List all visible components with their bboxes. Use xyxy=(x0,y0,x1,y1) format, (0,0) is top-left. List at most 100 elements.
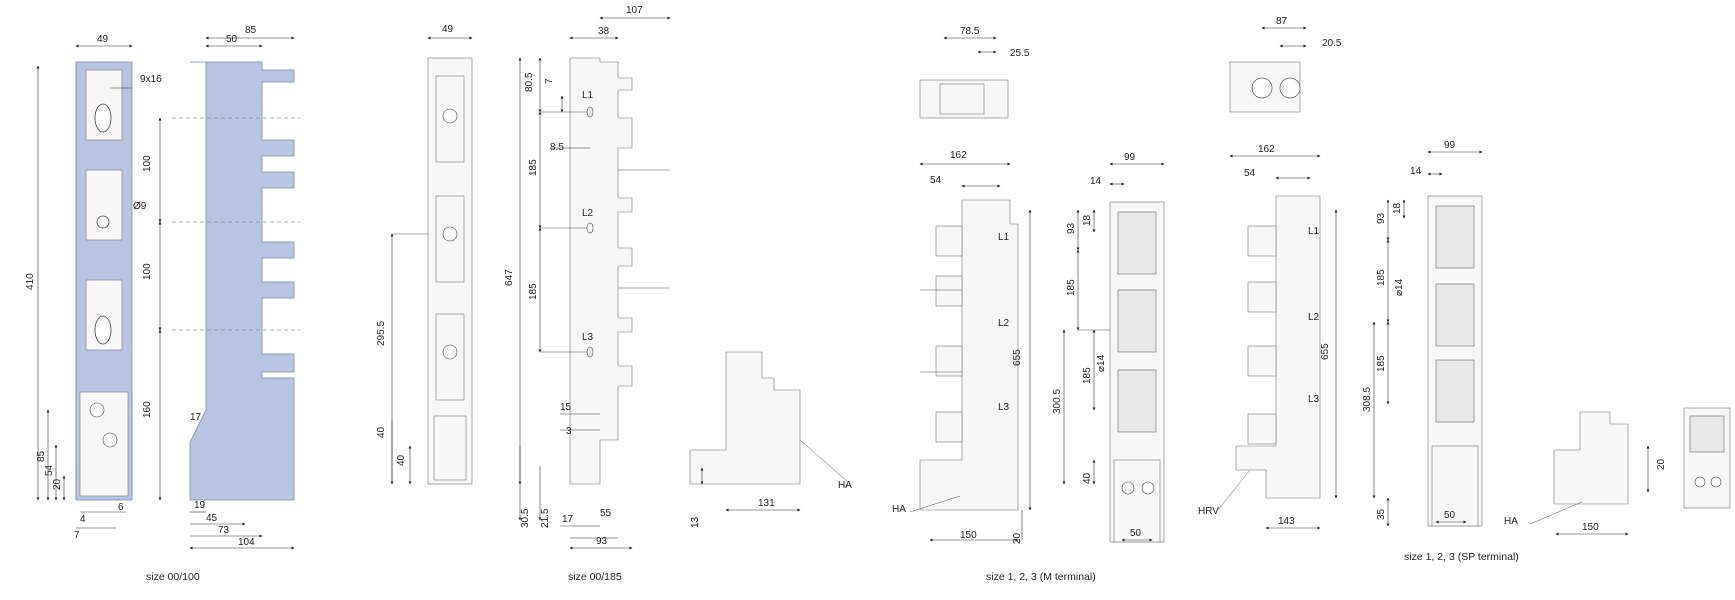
dim-185-sp-b: 185 xyxy=(1376,355,1387,372)
label-L1-sp: L1 xyxy=(1308,226,1320,237)
dim-73: 73 xyxy=(218,525,230,536)
dim-185-m-b: 185 xyxy=(1082,367,1093,384)
dim-54: 54 xyxy=(44,464,55,476)
dim-14-diameter-sp: ⌀14 xyxy=(1394,278,1405,296)
dim-4: 4 xyxy=(80,514,86,525)
dim-50-sp: 50 xyxy=(1444,510,1456,521)
dim-54-m: 54 xyxy=(930,175,942,186)
dim-131: 131 xyxy=(758,498,775,509)
dim-410-height: 410 xyxy=(25,273,36,290)
dim-100-upper: 100 xyxy=(142,155,153,172)
dim-185-m-a: 185 xyxy=(1066,279,1077,296)
dim-99-sp: 99 xyxy=(1444,140,1456,151)
dim-162-sp: 162 xyxy=(1258,144,1275,155)
dim-93-sp: 93 xyxy=(1376,212,1387,224)
caption-size-m-terminal: size 1, 2, 3 (M terminal) xyxy=(986,571,1096,583)
dim-9-hole: Ø9 xyxy=(133,201,147,212)
drawing-ha-right: HA 20 150 xyxy=(1504,411,1667,536)
dim-38: 38 xyxy=(598,26,610,37)
dim-150-m: 150 xyxy=(960,530,977,541)
label-hrv: HRV xyxy=(1198,506,1219,517)
drawing-ha-small: HA 13 131 xyxy=(689,351,852,528)
dim-18-sp: 18 xyxy=(1392,202,1403,214)
dim-14-diameter-m: ⌀14 xyxy=(1096,354,1107,372)
dim-9x16-slot: 9x16 xyxy=(140,74,162,85)
label-L2-m: L2 xyxy=(998,318,1010,329)
dim-3: 3 xyxy=(566,426,572,437)
dim-13: 13 xyxy=(690,516,701,528)
dim-14-m: 14 xyxy=(1090,176,1102,187)
label-ha-small: HA xyxy=(838,480,852,491)
dim-7: 7 xyxy=(74,530,80,541)
dim-20: 20 xyxy=(52,478,63,490)
label-ha-right: HA xyxy=(1504,516,1518,527)
drawing-sp-top: 87 20.5 xyxy=(1229,16,1342,113)
dim-85: 85 xyxy=(36,450,47,462)
dim-45: 45 xyxy=(206,513,218,524)
dim-18-m: 18 xyxy=(1082,214,1093,226)
dim-21-5: 21.5 xyxy=(540,508,551,528)
dim-20-m: 20 xyxy=(1012,532,1023,544)
dim-78-5: 78.5 xyxy=(960,26,980,37)
dim-107: 107 xyxy=(626,5,643,16)
label-L1-185: L1 xyxy=(582,90,594,101)
label-L3-m: L3 xyxy=(998,402,1010,413)
dim-8-5: 8.5 xyxy=(550,142,564,153)
drawing-00-100-front: 49 9x16 100 Ø9 100 410 160 85 54 20 4 7 … xyxy=(25,34,162,541)
dim-655-m: 655 xyxy=(1012,349,1023,366)
dim-20-5: 20.5 xyxy=(1322,38,1342,49)
dim-6: 6 xyxy=(118,502,124,513)
drawing-00-185-side: 107 38 80.5 7 8.5 L1 L2 L3 647 185 185 1… xyxy=(504,5,671,550)
dim-14-sp: 14 xyxy=(1410,166,1422,177)
dim-19: 19 xyxy=(194,500,206,511)
label-L2-185: L2 xyxy=(582,208,594,219)
dim-50-top: 50 xyxy=(226,34,238,45)
dim-40-m: 40 xyxy=(1082,472,1093,484)
caption-size-sp-terminal: size 1, 2, 3 (SP terminal) xyxy=(1404,551,1519,563)
dim-17-side: 17 xyxy=(190,412,202,423)
dim-87: 87 xyxy=(1276,16,1288,27)
dim-93-m: 93 xyxy=(1066,222,1077,234)
drawing-00-100-side: 85 50 17 19 45 73 104 xyxy=(172,25,300,550)
drawing-sp-front: 99 14 93 18 185 ⌀14 185 308.5 35 50 xyxy=(1362,140,1483,527)
label-L3-185: L3 xyxy=(582,332,594,343)
dim-99-m: 99 xyxy=(1124,152,1136,163)
drawing-m-top: 78.5 25.5 xyxy=(919,26,1030,119)
label-ha-m: HA xyxy=(892,504,906,515)
dim-85-top: 85 xyxy=(245,25,257,36)
dim-80-5: 80.5 xyxy=(524,72,535,92)
dim-35-sp: 35 xyxy=(1376,508,1387,520)
dim-17-185: 17 xyxy=(562,514,574,525)
dim-20-ha-right: 20 xyxy=(1656,458,1667,470)
dim-185-a: 185 xyxy=(528,159,539,176)
drawing-00-185-front: 49 295.5 40 40 xyxy=(376,24,473,485)
label-L2-sp: L2 xyxy=(1308,312,1320,323)
drawing-m-side: 162 54 L1 L2 L3 655 HA 150 20 xyxy=(892,150,1032,544)
dim-143: 143 xyxy=(1278,516,1295,527)
dim-655-sp: 655 xyxy=(1320,343,1331,360)
label-L3-sp: L3 xyxy=(1308,394,1320,405)
dim-49-width-185: 49 xyxy=(442,24,454,35)
dim-295-5: 295.5 xyxy=(376,321,387,346)
dim-104: 104 xyxy=(238,537,255,548)
drawing-sp-side: 162 54 L1 L2 L3 655 HRV 143 xyxy=(1198,144,1338,530)
dim-40-b: 40 xyxy=(396,454,407,466)
dim-162-m: 162 xyxy=(950,150,967,161)
dim-30-5: 30.5 xyxy=(520,508,531,528)
dim-49-width: 49 xyxy=(97,34,109,45)
dim-55: 55 xyxy=(600,508,612,519)
dim-300-5: 300.5 xyxy=(1052,389,1063,414)
caption-size-00-185: size 00/185 xyxy=(568,571,622,583)
dim-54-sp: 54 xyxy=(1244,168,1256,179)
dim-15: 15 xyxy=(560,402,572,413)
dim-160-base: 160 xyxy=(142,401,153,418)
dim-25-5: 25.5 xyxy=(1010,48,1030,59)
caption-size-00-100: size 00/100 xyxy=(146,571,200,583)
drawing-m-front: 99 14 93 18 185 185 ⌀14 300.5 40 50 xyxy=(1052,152,1165,543)
dim-185-sp-a: 185 xyxy=(1376,269,1387,286)
label-L1-m: L1 xyxy=(998,232,1010,243)
dim-308-5: 308.5 xyxy=(1362,387,1373,412)
drawing-terminal-detail xyxy=(1683,407,1731,509)
dim-100-lower: 100 xyxy=(142,263,153,280)
